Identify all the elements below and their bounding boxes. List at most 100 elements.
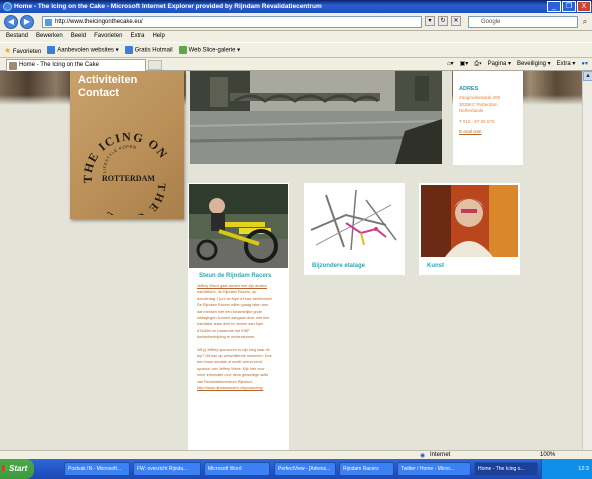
- card-kunst: Kunst: [419, 183, 520, 275]
- fav-item-aanbevolen[interactable]: Aanbevolen websites ▾: [47, 46, 119, 54]
- print-icon[interactable]: ⎙▾: [474, 61, 482, 67]
- status-bar: ◉ Internet 100%: [0, 450, 592, 459]
- card-body-line: meer informatie over deze geweldige acti…: [197, 373, 269, 378]
- favorites-bar: ★ Favorieten Aanbevolen websites ▾ Grati…: [0, 42, 592, 58]
- page-viewport: Activiteiten Contact THE ICING ON THE CA…: [0, 71, 592, 459]
- card-rijndam-racers: Steun de Rijndam Racers Jeffrey Wevir ga…: [188, 183, 289, 459]
- stop-icon[interactable]: ✕: [451, 16, 461, 26]
- card-title[interactable]: Kunst: [427, 263, 444, 269]
- card-body: Jeffrey Wevir gaat samen met zijn andere…: [197, 283, 287, 392]
- windows-flag-icon: [2, 465, 8, 471]
- card-body-line: sponsor van Jeffrey Wevir. Kijk hier voo…: [197, 366, 265, 371]
- taskbar-item-perfectview[interactable]: PerfectView - [Adress...: [274, 462, 336, 476]
- search-placeholder: Google: [481, 19, 501, 25]
- start-button[interactable]: Start: [0, 459, 34, 479]
- card-body-line: donderdag 7 juni de Alpe d'Huez beklimme…: [197, 296, 273, 301]
- home-icon[interactable]: ⌂▾: [446, 61, 454, 67]
- fav-item-webslice[interactable]: Web Slice-galerie ▾: [178, 46, 241, 54]
- zone-label: Internet: [430, 452, 451, 458]
- address-line: 3035KC Rotterdam: [459, 101, 498, 107]
- search-input[interactable]: Google: [468, 16, 578, 28]
- back-button[interactable]: ◀: [4, 15, 18, 29]
- taskbar-item-fw[interactable]: FW: overzicht Rijnda...: [133, 462, 201, 476]
- fav-label: Gratis Hotmail: [134, 47, 173, 54]
- address-heading: ADRES: [459, 86, 479, 92]
- handbike-photo[interactable]: [189, 184, 288, 268]
- card-body-line: dat mensen met een lichamelijke grote: [197, 309, 263, 314]
- card-body-line: een losse donatie of wordt vriend en/of: [197, 360, 263, 365]
- maximize-button[interactable]: ❐: [562, 1, 576, 12]
- fav-label: Web Slice-galerie ▾: [188, 47, 241, 54]
- menu-bestand[interactable]: Bestand: [6, 33, 29, 39]
- kunst-photo[interactable]: [421, 185, 518, 257]
- taskbar-item-word[interactable]: Microsoft Word: [204, 462, 270, 476]
- ie-icon: [47, 46, 56, 54]
- card-body-line: d'HuZes en passende het KWF: [197, 328, 250, 333]
- tab-label: Home - The Icing on the Cake: [19, 62, 99, 68]
- card-body-line: van Revalidatiecentrum Rijndam:: [197, 379, 253, 384]
- window-titlebar: Home - The Icing on the Cake - Microsoft…: [0, 0, 592, 13]
- email-link[interactable]: E-mail ons!: [459, 129, 482, 134]
- address-card: ADRES Zaagmolenkade 208 3035KC Rotterdam…: [453, 71, 523, 165]
- address-row: ◀ ▶ http://www.theicingonthecake.eu/ ▾ ↻…: [0, 13, 592, 31]
- card-title[interactable]: Bijzondere etalage: [312, 263, 366, 269]
- tab-row: Home - The Icing on the Cake ⌂▾ ▣▾ ⎙▾ Pa…: [0, 58, 592, 71]
- dropdown-icon[interactable]: ▾: [425, 16, 435, 26]
- ie-icon: [3, 2, 12, 11]
- favorites-button[interactable]: ★ Favorieten: [4, 46, 41, 55]
- fav-label: Aanbevolen websites ▾: [57, 47, 119, 54]
- address-field[interactable]: http://www.theicingonthecake.eu/: [42, 16, 422, 28]
- fav-item-hotmail[interactable]: Gratis Hotmail: [124, 46, 173, 54]
- address-buttons: ▾ ↻ ✕: [425, 16, 461, 26]
- menu-extra[interactable]: Extra: [130, 33, 145, 39]
- minimize-button[interactable]: _: [547, 1, 561, 12]
- nav-activiteiten[interactable]: Activiteiten: [78, 74, 138, 86]
- taskbar-item-twitter[interactable]: Twitter / Home - Micro...: [397, 462, 471, 476]
- forward-button[interactable]: ▶: [20, 15, 34, 29]
- cmd-pagina[interactable]: Pagina ▾: [487, 61, 511, 67]
- command-bar: ⌂▾ ▣▾ ⎙▾ Pagina ▾ Beveiliging ▾ Extra ▾ …: [447, 59, 588, 70]
- clock[interactable]: 12:3: [578, 466, 589, 472]
- start-label: Start: [9, 464, 28, 473]
- tab-home[interactable]: Home - The Icing on the Cake: [6, 59, 146, 71]
- card-body-line: uitdagingen kunnen aangaan door met een: [197, 316, 270, 321]
- feeds-icon[interactable]: ▣▾: [459, 61, 469, 67]
- vertical-scrollbar[interactable]: ▲: [582, 71, 592, 450]
- kraft-nav-panel: Activiteiten Contact THE ICING ON THE CA…: [70, 71, 184, 219]
- close-button[interactable]: X: [577, 1, 591, 12]
- taskbar-item-rijndam[interactable]: Rijndam Racers: [339, 462, 394, 476]
- taskbar-item-ie-active[interactable]: Home - The Icing o...: [474, 462, 538, 476]
- help-icon[interactable]: ●▾: [581, 61, 588, 67]
- card-body-line[interactable]: Jeffrey Wevir gaat samen met zijn andere: [197, 284, 267, 288]
- cmd-extra[interactable]: Extra ▾: [556, 61, 576, 67]
- zoom-level[interactable]: 100%: [540, 452, 556, 458]
- card-title[interactable]: Steun de Rijndam Racers: [199, 273, 272, 279]
- card-bijzondere-etalage: Bijzondere etalage: [304, 183, 405, 275]
- webslice-icon: [178, 46, 187, 54]
- street-map[interactable]: [306, 185, 403, 257]
- new-tab-button[interactable]: [148, 60, 162, 70]
- search-icon[interactable]: ⌕: [582, 17, 588, 26]
- site-favicon: [9, 62, 17, 70]
- menu-bewerken[interactable]: Bewerken: [36, 33, 63, 39]
- menu-help[interactable]: Help: [152, 33, 165, 39]
- favorites-label: Favorieten: [12, 48, 42, 55]
- address-url: http://www.theicingonthecake.eu/: [55, 19, 143, 25]
- system-tray: 12:3: [541, 459, 592, 479]
- card-body-line: handbike-team deel te nemen aan Alpe: [197, 322, 264, 327]
- icing-logo[interactable]: THE ICING ON THE CAKE LIFESTYLE KOPEN RO…: [74, 125, 180, 215]
- taskbar: Start Postvak IN - Microsoft... FW: over…: [0, 459, 592, 479]
- taskbar-item-outlook[interactable]: Postvak IN - Microsoft...: [64, 462, 130, 476]
- card-body-link[interactable]: http://www.rijndamracers.nl/sponsoring/: [197, 386, 264, 391]
- menu-beeld[interactable]: Beeld: [70, 33, 87, 39]
- card-body-line: top? Dit kan op verschillende manieren. …: [197, 354, 272, 359]
- menu-favorieten[interactable]: Favorieten: [94, 33, 123, 39]
- cmd-beveiliging[interactable]: Beveiliging ▾: [516, 61, 551, 67]
- refresh-icon[interactable]: ↻: [438, 16, 448, 26]
- scroll-up-icon[interactable]: ▲: [583, 71, 592, 81]
- svg-text:ROTTERDAM: ROTTERDAM: [102, 174, 155, 183]
- card-body-line: De Rijndam Racers willen graag laten zie…: [197, 303, 269, 308]
- nav-contact[interactable]: Contact: [78, 87, 119, 99]
- page-icon: [45, 19, 52, 26]
- svg-text:THE CAKE: THE CAKE: [101, 183, 167, 215]
